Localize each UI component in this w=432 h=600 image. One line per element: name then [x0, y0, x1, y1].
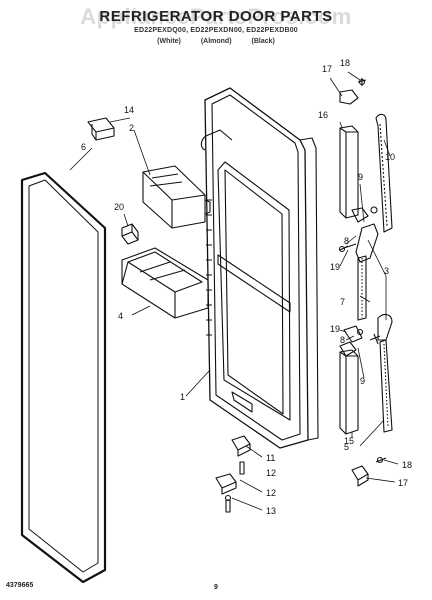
door-gasket [20, 171, 107, 584]
callout-14: 14 [124, 105, 134, 115]
handle-clip [87, 117, 115, 141]
callout-8b: 8 [340, 335, 345, 345]
callout-20: 20 [114, 202, 124, 212]
door-handle-upper [375, 113, 393, 233]
watermark: AppliancePartsPros.com [80, 4, 352, 29]
callout-16: 16 [318, 110, 328, 120]
lower-handle-trim [339, 349, 359, 435]
color-variants: (White) (Almond) (Black) [0, 38, 432, 45]
callout-6: 6 [81, 142, 86, 152]
callout-4: 4 [118, 311, 123, 321]
bin-clip [121, 223, 139, 245]
callout-11: 11 [266, 453, 275, 463]
callout-8a: 8 [344, 236, 349, 246]
callout-19a: 19 [330, 262, 340, 272]
dairy-door [142, 165, 211, 229]
leader-lines [69, 71, 399, 511]
callout-5: 5 [344, 442, 349, 452]
color-almond: (Almond) [200, 38, 232, 45]
door-liner [200, 87, 319, 449]
color-white: (White) [157, 38, 181, 45]
color-black: (Black) [251, 38, 275, 45]
callout-2: 2 [129, 123, 134, 133]
handle-trim-upper [357, 255, 367, 321]
upper-handle-trim [339, 125, 359, 219]
callout-18a: 18 [340, 58, 350, 68]
page-title: REFRIGERATOR DOOR PARTS [99, 8, 333, 25]
callout-9a: 9 [358, 172, 363, 182]
callout-12a: 12 [266, 488, 276, 498]
callout-7: 7 [340, 297, 345, 307]
callout-10: 10 [385, 152, 395, 162]
upper-handle-mount [338, 206, 379, 263]
callout-19b: 19 [330, 324, 340, 334]
bottom-hinge-parts [215, 435, 251, 513]
bottom-right-bracket [351, 456, 387, 487]
callout-12b: 12 [266, 468, 276, 478]
callout-labels: 1 2 3 4 5 6 7 8 8 9 9 10 11 12 12 13 14 … [81, 58, 412, 516]
callout-17b: 17 [398, 478, 408, 488]
callout-18b: 18 [402, 460, 412, 470]
callout-17a: 17 [322, 64, 332, 74]
page-number: 9 [214, 584, 218, 591]
callout-15: 15 [344, 436, 354, 446]
top-hinge-bracket [339, 78, 367, 105]
document-part-number: 4379665 [6, 582, 34, 589]
callout-3: 3 [384, 266, 389, 276]
callout-1: 1 [180, 392, 185, 402]
door-bin [121, 247, 209, 319]
callout-13: 13 [266, 506, 276, 516]
model-numbers: ED22PEXDQ00, ED22PEXDN00, ED22PEXDB00 [134, 27, 298, 34]
door-handle-lower [377, 313, 393, 433]
callout-9b: 9 [360, 376, 365, 386]
